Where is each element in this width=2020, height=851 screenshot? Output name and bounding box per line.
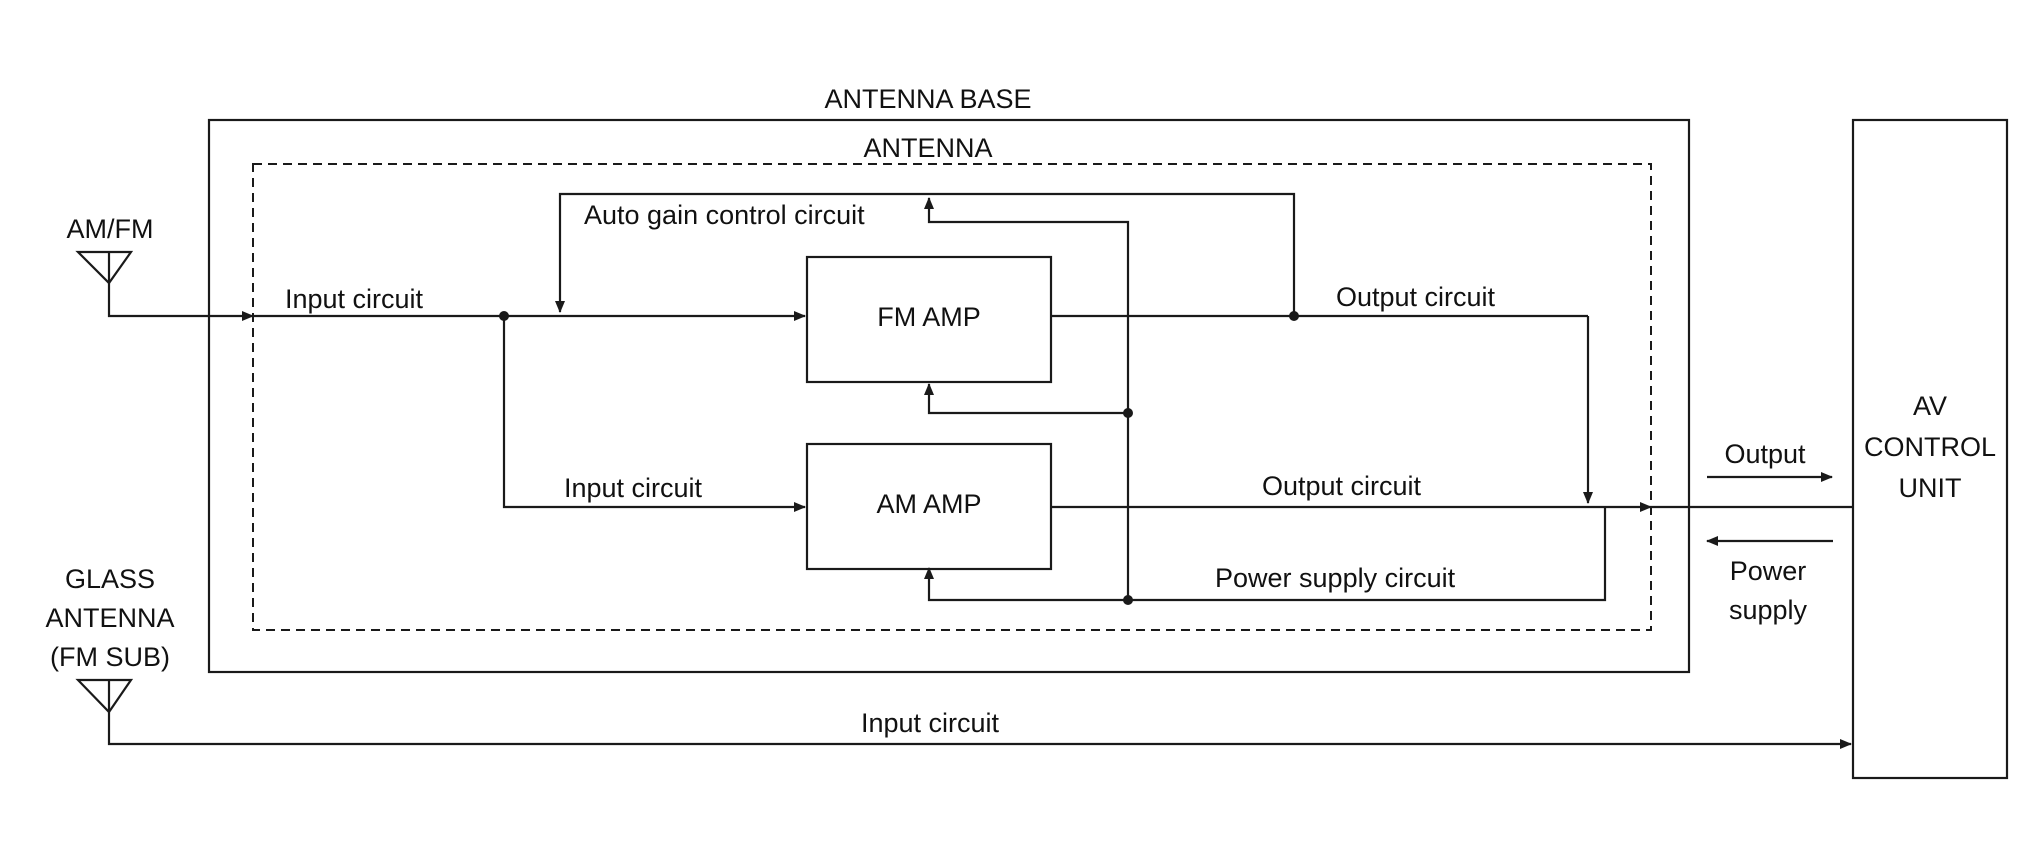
input-circuit-mid-label: Input circuit xyxy=(564,473,703,503)
input-circuit-top-label: Input circuit xyxy=(285,284,424,314)
antenna-base-box xyxy=(207,118,1691,674)
antenna-dashed-box xyxy=(252,163,1652,631)
power-supply-circuit-label: Power supply circuit xyxy=(1215,563,1456,593)
glass-input-line xyxy=(107,712,1852,749)
antenna-label: ANTENNA xyxy=(863,133,992,163)
fm-amp-box xyxy=(805,255,1053,384)
output-label: Output xyxy=(1724,439,1806,469)
am-amp-box xyxy=(805,442,1053,571)
am-fm-antenna-icon xyxy=(75,250,134,285)
glass-antenna-label-line3: (FM SUB) xyxy=(50,642,170,672)
power-supply-fm-line xyxy=(924,383,1128,415)
av-control-unit-box xyxy=(1851,118,2009,780)
antenna-base-label: ANTENNA BASE xyxy=(824,84,1031,114)
input-circuit-bottom-label: Input circuit xyxy=(861,708,1000,738)
input-line-am-fm xyxy=(107,283,254,321)
output-circuit-top-label: Output circuit xyxy=(1336,282,1496,312)
junction-input xyxy=(499,311,509,321)
av-label-line1: AV xyxy=(1913,391,1947,421)
output-circuit-mid-label: Output circuit xyxy=(1262,471,1422,501)
fm-amp-label: FM AMP xyxy=(877,302,981,332)
junction-power-fm xyxy=(1123,408,1133,418)
auto-gain-label: Auto gain control circuit xyxy=(584,200,865,230)
am-amp-label: AM AMP xyxy=(876,489,981,519)
power-label-line2: supply xyxy=(1729,595,1808,625)
glass-antenna-label-line1: GLASS xyxy=(65,564,155,594)
am-fm-label: AM/FM xyxy=(67,214,154,244)
input-line-to-am-amp xyxy=(502,316,806,512)
junction-power-main xyxy=(1123,595,1133,605)
glass-antenna-icon xyxy=(75,678,134,714)
glass-antenna-label-line2: ANTENNA xyxy=(45,603,174,633)
agc-loop-line xyxy=(555,192,1296,316)
av-label-line3: UNIT xyxy=(1899,473,1962,503)
power-supply-line xyxy=(924,507,1607,602)
power-label-line1: Power xyxy=(1730,556,1807,586)
av-label-line2: CONTROL xyxy=(1864,432,1996,462)
junction-fm-output xyxy=(1289,311,1299,321)
